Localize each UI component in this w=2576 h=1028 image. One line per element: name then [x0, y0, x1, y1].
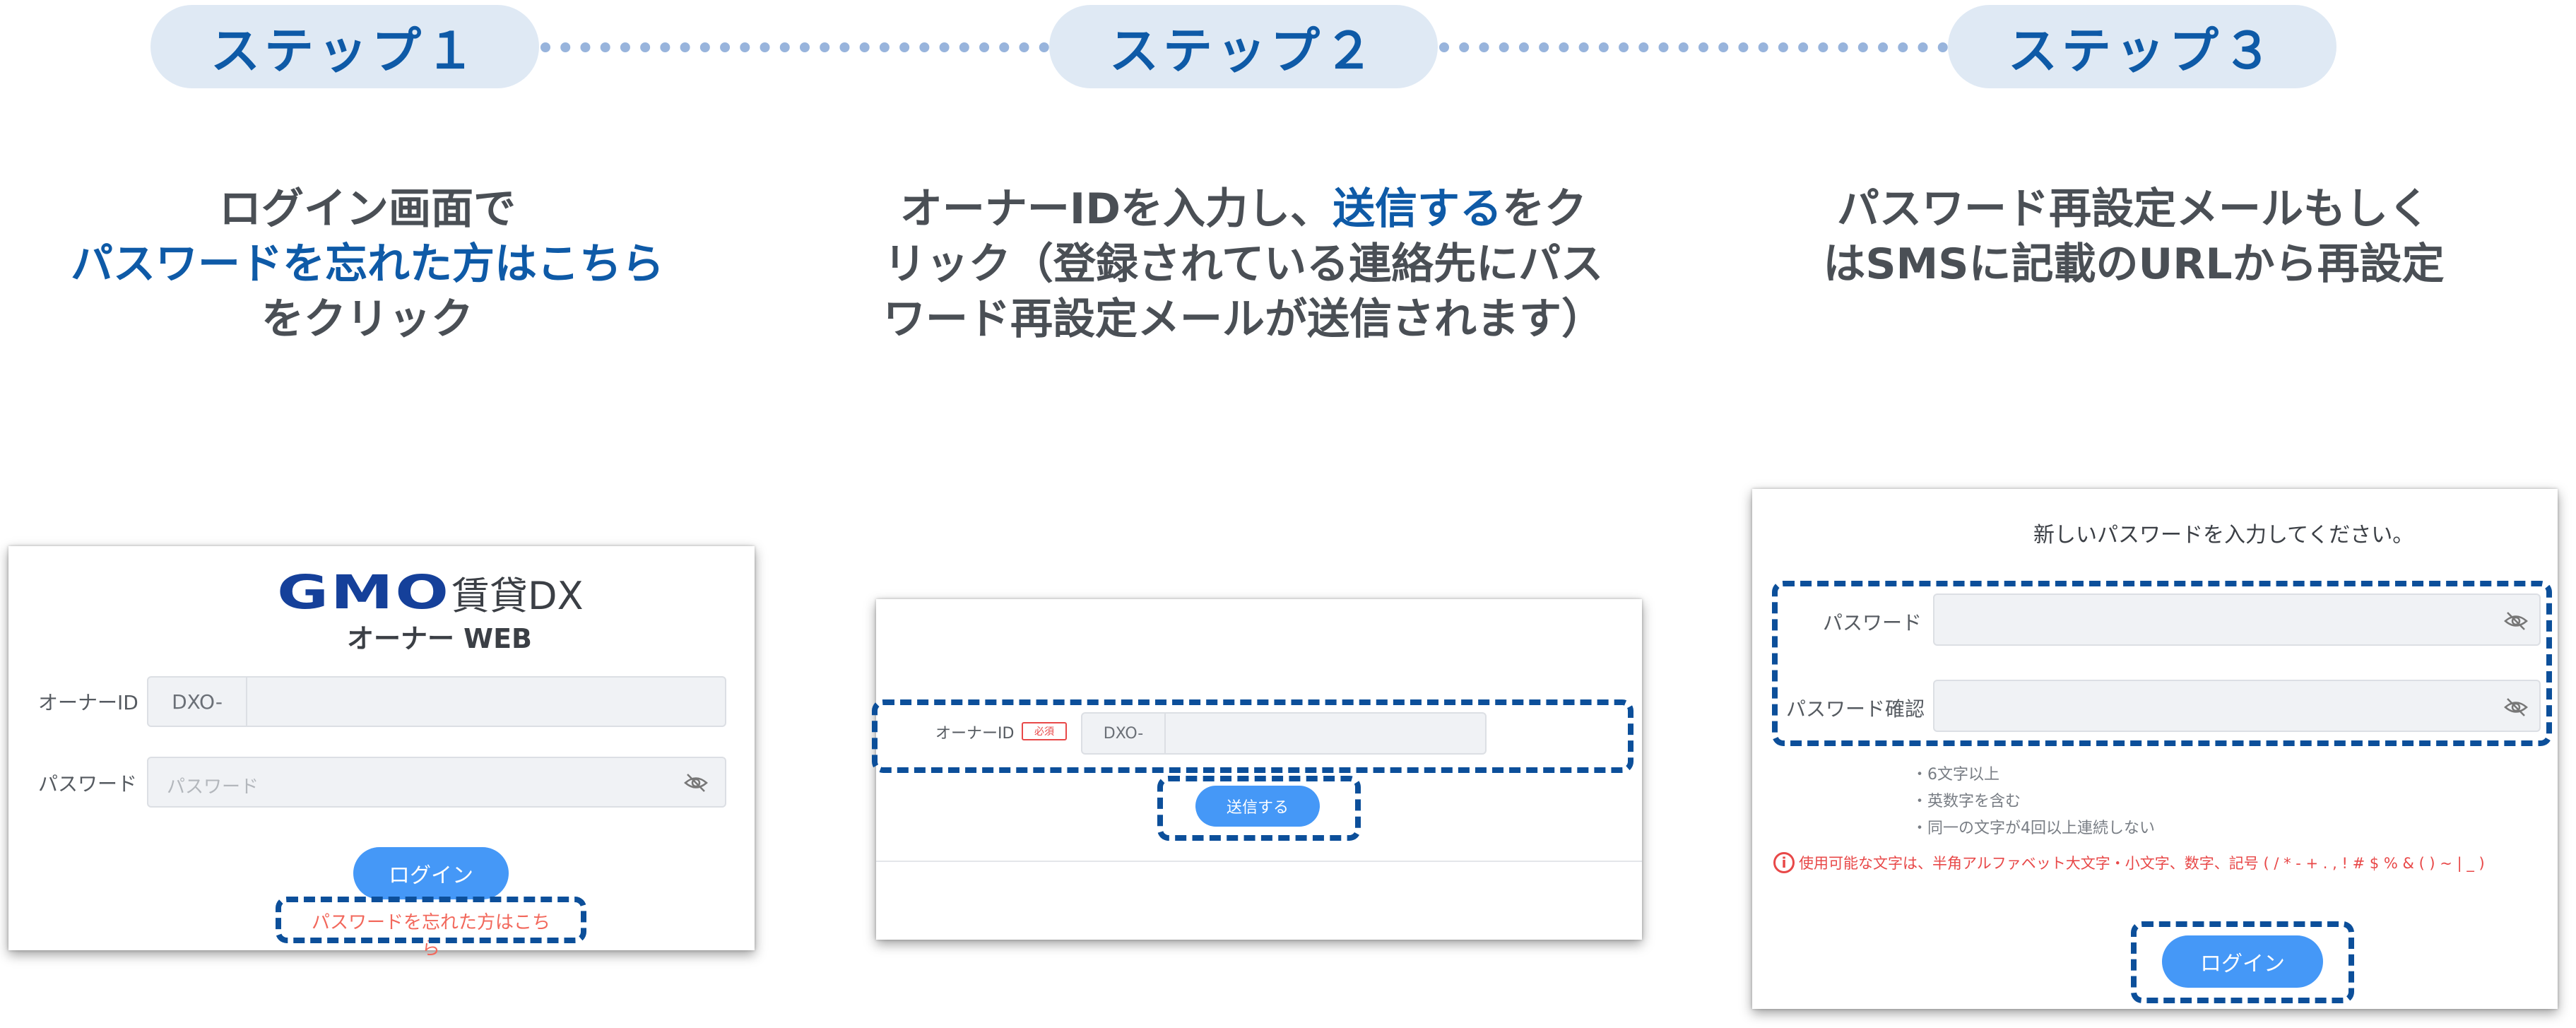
password-label: パスワード [38, 772, 138, 796]
password-placeholder: パスワード [167, 776, 259, 798]
reset-owner-id-prefix-text: DXO- [1103, 724, 1144, 743]
reset-owner-id-prefix: DXO- [1082, 714, 1166, 753]
step-2-line-1: オーナーIDを入力し、送信するをク [820, 182, 1667, 237]
step-3-description: パスワード再設定メールもしく はSMSに記載のURLから再設定 [1752, 182, 2515, 292]
step-1-line-1: ログイン画面で [219, 184, 516, 234]
step-1-line-2: パスワードを忘れた方はこちら [71, 240, 664, 289]
login-subtitle: オーナー WEB [346, 623, 533, 654]
step-3-label: ステップ３ [2008, 21, 2276, 80]
step-2-line-1c: をク [1502, 184, 1588, 234]
step-1-line-3: をクリック [261, 295, 473, 344]
step-1-description: ログイン画面で パスワードを忘れた方はこちら をクリック [28, 182, 707, 347]
forgot-link-highlight [276, 897, 586, 943]
step-3-pill: ステップ３ [1948, 5, 2336, 88]
forgot-password-link[interactable]: パスワードを忘れた方はこちら [311, 912, 550, 959]
logo-gmo: GMO [277, 565, 451, 620]
form-panel-border [876, 599, 1642, 862]
step-2-line-2: リック（登録されている連絡先にパス [883, 240, 1604, 289]
step-2-line-1b: 送信する [1333, 184, 1503, 234]
step-2-pill: ステップ２ [1049, 5, 1438, 88]
rule-repeat: ・同一の文字が4回以上連続しない [1912, 820, 2155, 837]
login-button-highlight [2131, 921, 2354, 1003]
reset-owner-id-field[interactable]: DXO- [1081, 712, 1487, 755]
step-connector-1 [540, 42, 1049, 52]
confirm-password-label: パスワード確認 [1786, 697, 1925, 721]
password-field[interactable]: パスワード [147, 757, 726, 808]
submit-highlight [1157, 776, 1361, 841]
step-2-line-3: ワード再設定メールが送信されます） [883, 295, 1604, 344]
warning-icon: i [1773, 852, 1795, 873]
warning-text: 使用可能な文字は、半角アルファベット大文字・小文字、数字、記号 ( / * - … [1799, 855, 2485, 872]
step-3-line-2: はSMSに記載のURLから再設定 [1823, 240, 2445, 289]
owner-id-field[interactable]: DXO- [147, 676, 726, 727]
logo-product: 賃貸DX [451, 573, 584, 618]
new-password-login-button[interactable]: ログイン [2162, 935, 2323, 988]
owner-id-label: オーナーID [38, 691, 138, 714]
step-2-label: ステップ２ [1109, 21, 1378, 80]
new-password-field[interactable] [1933, 593, 2541, 646]
step-3-line-1: パスワード再設定メールもしく [1837, 184, 2430, 234]
login-button[interactable]: ログイン [353, 847, 509, 899]
logo: GMO 賃貸DX [277, 565, 602, 620]
login-screen: GMO 賃貸DX オーナー WEB オーナーID DXO- パスワード パスワー… [8, 546, 755, 959]
rule-length: ・6文字以上 [1912, 766, 1999, 784]
step-2-line-1a: オーナーIDを入力し、 [899, 184, 1333, 234]
password-fields-highlight [1772, 581, 2552, 746]
step-2-description: オーナーIDを入力し、送信するをク リック（登録されている連絡先にパス ワード再… [820, 182, 1667, 347]
warning-line: i 使用可能な文字は、半角アルファベット大文字・小文字、数字、記号 ( / * … [1773, 852, 2485, 873]
step-1-pill: ステップ１ [150, 5, 539, 88]
step-connector-2 [1439, 42, 1948, 52]
owner-id-highlight [872, 699, 1633, 773]
submit-button[interactable]: 送信する [1195, 786, 1320, 827]
eye-off-icon[interactable] [2504, 697, 2528, 718]
eye-off-icon[interactable] [684, 772, 708, 793]
new-password-title: 新しいパスワードを入力してください。 [2033, 523, 2414, 548]
reset-owner-id-label: オーナーID [935, 725, 1015, 743]
owner-id-prefix: DXO- [148, 678, 247, 726]
rule-alphanumeric: ・英数字を含む [1912, 793, 2021, 810]
step-1-label: ステップ１ [211, 21, 479, 80]
reset-request-screen: オーナーID 必須 DXO- 送信する [872, 599, 1642, 940]
password-rules: ・6文字以上 ・英数字を含む ・同一の文字が4回以上連続しない [1912, 762, 2155, 838]
confirm-password-field[interactable] [1933, 680, 2541, 732]
owner-id-prefix-text: DXO- [172, 690, 223, 714]
new-password-screen: 新しいパスワードを入力してください。 パスワード パスワード確認 ・6文字以上 … [1752, 489, 2558, 1009]
required-badge: 必須 [1022, 722, 1067, 740]
eye-off-icon[interactable] [2504, 610, 2528, 632]
new-password-label: パスワード [1823, 611, 1922, 634]
